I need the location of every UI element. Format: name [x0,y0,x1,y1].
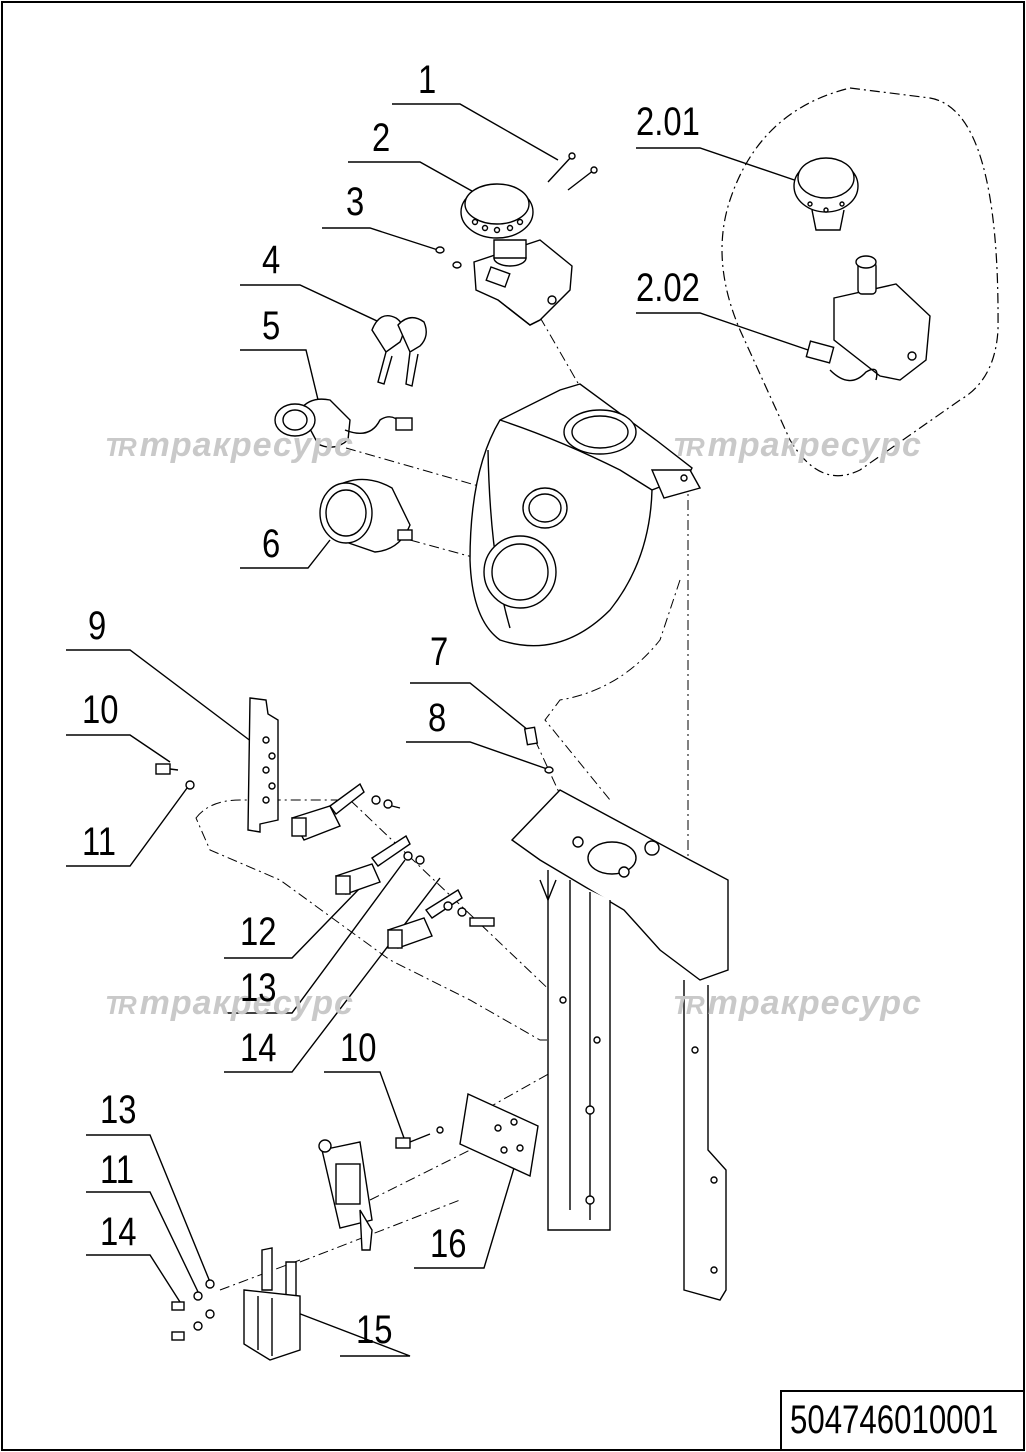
callout-11-lower: 11 [100,1148,135,1192]
part-6-gauge [319,478,413,553]
callout-2: 2 [372,116,391,160]
part-16-plate [459,1092,539,1178]
callout-1: 1 [418,58,437,102]
part-15-relay-block [243,1247,301,1361]
part-10-11-upper-fasteners [155,763,195,790]
part-2-01-cap [793,157,859,231]
detail-inset-outline [721,87,999,477]
callout-13-lower: 13 [100,1088,137,1132]
large-connector [318,1139,373,1251]
watermark-text: тракресурс [139,984,354,1022]
callout-2-02: 2.02 [636,266,700,310]
callout-14-upper: 14 [240,1026,277,1070]
callout-3: 3 [346,180,365,224]
callout-6: 6 [262,522,281,566]
callout-14-lower: 14 [100,1210,137,1254]
title-block [780,1390,1024,1450]
callout-5: 5 [262,304,281,348]
part-10-lower-fastener [395,1126,444,1149]
callout-13-upper: 13 [240,966,277,1010]
watermark-text: тракресурс [707,426,922,464]
part-7-8-fasteners [523,726,554,774]
part-5-ignition-switch [274,398,413,448]
lower-fasteners [171,1279,215,1341]
watermark-logo-icon: TR [105,432,137,462]
watermark-logo-icon: TR [673,990,705,1020]
callout-10-lower: 10 [340,1026,377,1070]
part-3-small-screws [435,246,462,269]
part-4-keys [371,315,427,387]
callout-2-01: 2.01 [636,100,700,144]
callout-7: 7 [430,630,449,674]
callout-12: 12 [240,910,277,954]
watermark-logo-icon: TR [673,432,705,462]
callout-10-upper: 10 [82,688,119,732]
callout-8: 8 [428,696,447,740]
watermark-logo-icon: TR [105,990,137,1020]
callout-4: 4 [262,238,281,282]
callout-15: 15 [356,1308,393,1352]
connector-assemblies-upper [290,782,495,949]
part-1-screws [547,152,598,191]
part-2-emergency-switch [460,183,573,326]
document-number: 504746010001 [790,1398,999,1442]
callout-9: 9 [88,604,107,648]
watermark-text: тракресурс [139,426,354,464]
mounting-stand [510,789,729,1301]
part-2-02-switch-body [805,255,931,382]
callout-16: 16 [430,1222,467,1266]
part-9-bracket [247,697,279,833]
callout-11-upper: 11 [82,820,117,864]
watermark-text: тракресурс [707,984,922,1022]
console-housing [469,383,702,647]
